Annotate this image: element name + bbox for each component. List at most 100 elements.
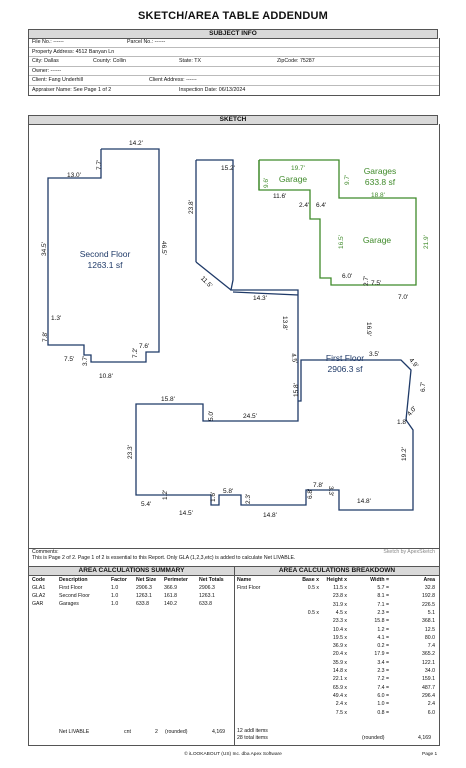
county: County: Collin [93,58,126,65]
apex-sketch-brand: Sketch by ApexSketch [383,549,435,555]
breakdown-header-col-1: Base x [302,577,319,583]
dim-15-8-b: 15.8' [161,396,175,403]
breakdown-row-8-col-2: 20.4 x [332,651,347,658]
breakdown-row-7-col-4: 7.4 [427,643,435,650]
breakdown-row-11-col-2: 22.1 x [332,676,347,683]
breakdown-row-3-col-1: 0.5 x [307,609,319,616]
dim-9-6: 9.6' [263,178,270,188]
breakdown-row-0-col-3: 5.7 = [377,585,389,591]
comments-label: Comments: [32,549,59,555]
second-floor-label: Second Floor [80,249,131,259]
summary-header-col-4: Perimeter [164,577,188,583]
breakdown-row-4-col-4: 368.1 [422,618,435,625]
breakdown-row-10-col-4: 34.0 [424,668,435,674]
breakdown-row-0-col-2: 11.5 x [333,585,347,591]
dim-6-4: 6.4' [316,202,326,209]
breakdown-row-6-col-2: 19.5 x [332,634,347,641]
client: Client: Fang Underhill [32,77,83,84]
breakdown-header-col-0: Name [237,577,252,583]
dim-23-3: 23.3' [127,445,134,459]
dim-19-2: 19.2' [401,447,408,461]
total-rounded: (rounded) [362,735,385,741]
owner: Owner: ------ [32,67,62,74]
summary-row-2-col-1: Garages [59,601,79,607]
net-livable-rounded: (rounded) [165,729,188,735]
breakdown-row-8-col-3: 17.9 = [374,651,389,658]
summary-row-1-col-2: 1.0 [111,593,119,599]
inspection-date: Inspection Date: 06/13/2024 [179,86,246,93]
breakdown-row-11-col-3: 7.2 = [377,676,389,683]
file-no: File No.: ------ [32,39,64,45]
floor-plan-sketch: 14.2' 13.0' 7.7' 34.5' 46.5' 1.3' 7.8' 7… [41,140,430,519]
breakdown-row-15-col-4: 6.0 [427,709,435,716]
dim-6-0: 6.0' [342,273,352,280]
dim-46-5: 46.5' [160,241,167,255]
breakdown-heading: AREA CALCULATIONS BREAKDOWN [235,567,439,576]
summary-row-0-col-4: 366.9 [164,585,177,591]
dim-1-3: 1.3' [51,315,61,322]
breakdown-row-6-col-3: 4.1 = [377,634,389,641]
breakdown-row-15-col-3: 0.8 = [377,709,389,716]
summary-header-col-3: Net Size [136,577,157,583]
summary-header-col-2: Factor [111,577,127,583]
sketch-area: 14.2' 13.0' 7.7' 34.5' 46.5' 1.3' 7.8' 7… [28,124,440,549]
breakdown-row-14-col-2: 2.4 x [335,701,347,708]
state: State: TX [179,58,201,65]
dim-23-8: 23.8' [188,200,195,214]
dim-6-8: 6.8' [307,489,314,499]
dim-13-8: 13.8' [281,316,288,330]
net-livable-count: 2 [155,729,158,735]
garage-outline [258,159,417,286]
dim-1-8: 1.8' [397,419,407,426]
second-floor-area: 1263.1 sf [88,260,124,270]
summary-row-1-col-1: Second Floor [59,593,90,599]
breakdown-row-12-col-4: 487.7 [422,684,435,691]
dim-11-6: 11.6' [273,193,286,200]
dim-24-5: 24.5' [243,413,257,420]
dim-16-9: 16.9' [365,322,372,336]
dim-5-0: 5.0' [208,411,215,421]
dim-18-8: 18.8' [371,192,385,199]
breakdown-row-14-col-4: 2.4 [427,701,435,708]
breakdown-row-7-col-3: 0.2 = [377,643,389,650]
summary-header-col-0: Code [32,577,45,583]
breakdown-row-5-col-4: 12.5 [424,626,435,633]
summary-header-col-5: Net Totals [199,577,224,583]
second-floor-outline [47,148,160,363]
dim-2-4: 2.4' [299,202,309,209]
dim-14-3: 14.3' [253,295,267,302]
parcel-no: Parcel No.: ------ [127,39,166,45]
summary-row-1-col-3: 1263.1 [136,593,152,599]
dim-7-6: 7.6' [139,343,149,350]
summary-row-2-col-3: 633.8 [136,601,149,607]
breakdown-row-9-col-4: 122.1 [422,659,435,666]
client-address: Client Address: ------ [149,77,197,84]
summary-row-0-col-0: GLA1 [32,585,46,591]
dim-7-0: 7.0' [398,294,408,301]
area-tables: AREA CALCULATIONS SUMMARY AREA CALCULATI… [28,566,440,746]
garages-title: Garages [364,166,397,176]
breakdown-row-12-col-3: 7.4 = [377,684,389,691]
breakdown-row-14-col-3: 1.0 = [377,701,389,708]
breakdown-row-10-col-2: 14.8 x [332,668,347,674]
dim-14-8-a: 14.8' [263,512,277,519]
zip-code: ZipCode: 75287 [277,58,315,65]
dim-1-2: 1.2' [162,490,169,500]
breakdown-row-12-col-2: 65.9 x [332,684,347,691]
net-livable-label: Net LIVABLE [59,729,90,735]
dim-9-7: 9.7' [344,175,351,185]
dim-14-2: 14.2' [129,140,143,147]
dim-14-8-b: 14.8' [357,498,371,505]
net-livable-cnt: cnt [124,729,131,735]
breakdown-row-2-col-4: 226.5 [422,601,435,608]
dim-7-5-a: 7.5' [64,356,74,363]
breakdown-row-3-col-2: 4.5 x [335,609,347,616]
dim-14-5: 14.5' [179,510,193,517]
dim-7-8: 7.8' [42,332,49,342]
net-livable-total: 4,169 [212,729,225,735]
dim-4-9: 4.9' [407,357,419,369]
city: City: Dallas [32,58,59,65]
breakdown-header-col-2: Height x [326,577,347,583]
dim-6-7: 6.7' [420,382,427,392]
dim-34-5: 34.5' [41,242,48,256]
